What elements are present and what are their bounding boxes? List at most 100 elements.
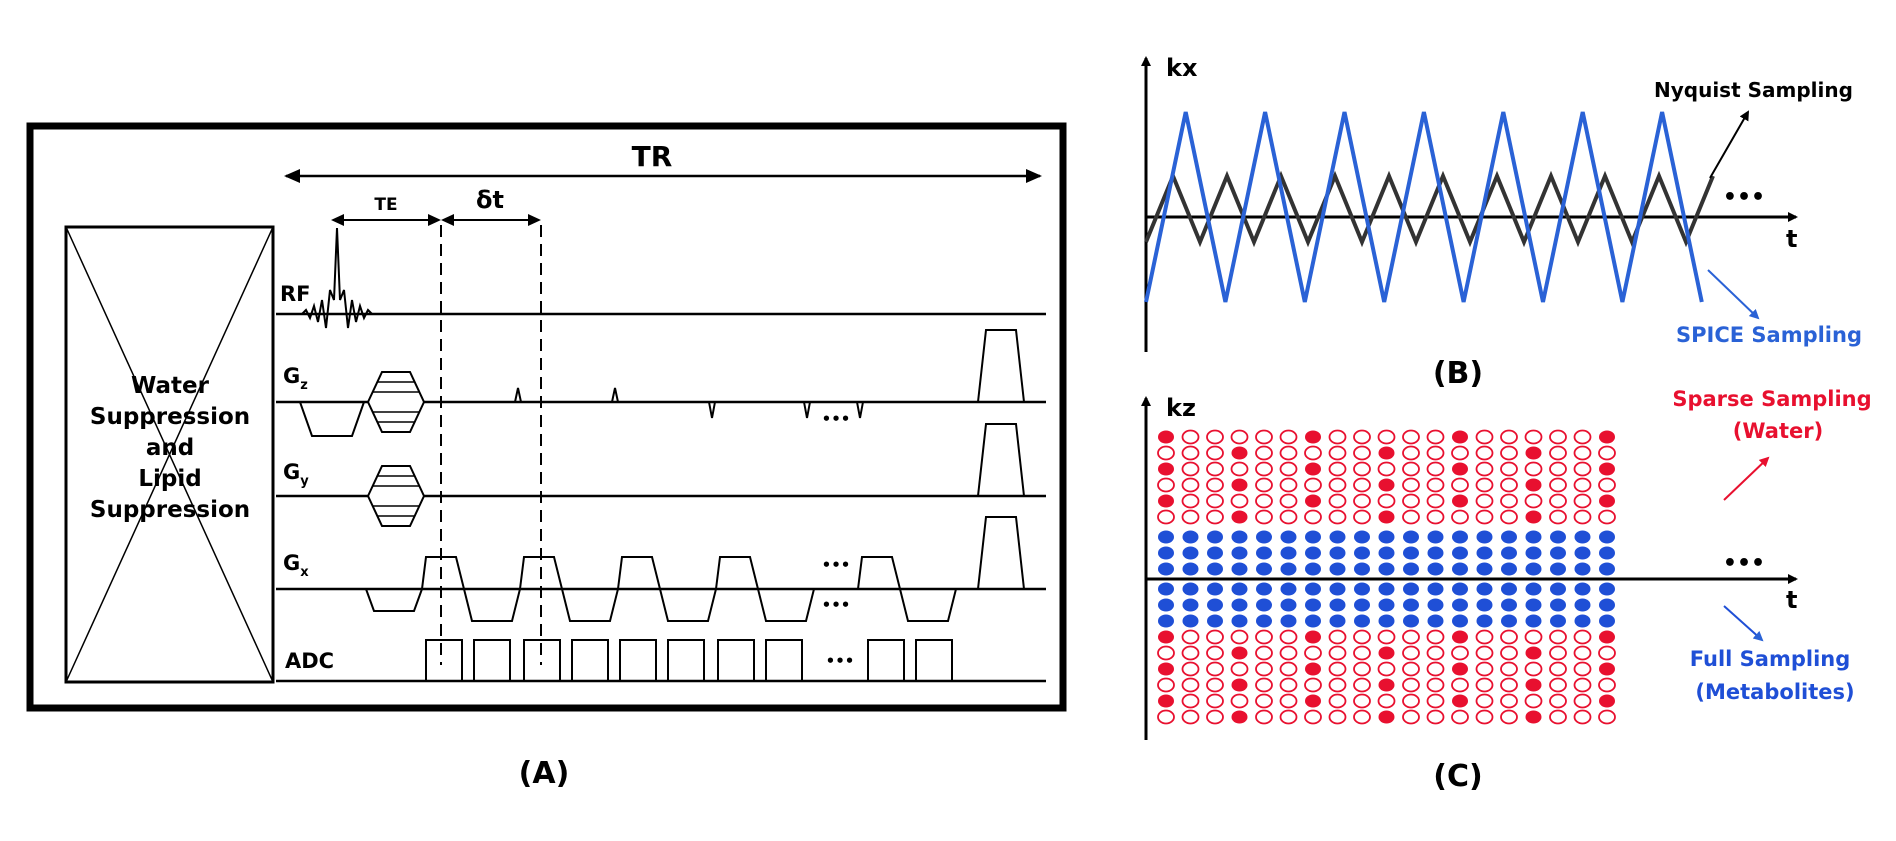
unsampled-point	[1426, 677, 1445, 693]
sampled-point	[1452, 430, 1468, 444]
spice-trajectory	[1144, 111, 1704, 303]
unsampled-point	[1181, 493, 1200, 509]
gx-readout-train-end	[857, 556, 957, 622]
unsampled-point	[1402, 477, 1420, 493]
unsampled-point	[1206, 677, 1224, 693]
sampled-point	[1550, 546, 1566, 560]
sampled-point	[1158, 598, 1174, 612]
sampled-point	[1280, 598, 1297, 612]
sampled-point	[1354, 530, 1370, 544]
sampled-point	[1550, 598, 1566, 612]
suppression-label-line: Suppression	[90, 404, 250, 430]
unsampled-point	[1353, 629, 1371, 645]
unsampled-point	[1279, 493, 1298, 509]
unsampled-point	[1426, 645, 1445, 661]
unsampled-point	[1549, 661, 1567, 677]
sampled-point	[1525, 562, 1542, 576]
panel-a-frame	[26, 122, 1067, 712]
unsampled-point	[1500, 693, 1518, 709]
unsampled-point	[1573, 509, 1592, 525]
sampled-point	[1599, 462, 1615, 476]
unsampled-point	[1328, 445, 1347, 461]
unsampled-point	[1475, 493, 1494, 509]
unsampled-point	[1573, 645, 1592, 661]
unsampled-point	[1377, 429, 1396, 445]
unsampled-point	[1304, 645, 1322, 661]
sampled-point	[1182, 530, 1199, 544]
sampled-point	[1574, 614, 1591, 628]
unsampled-point	[1206, 629, 1224, 645]
sampled-point	[1207, 614, 1223, 628]
sampled-point	[1599, 494, 1615, 508]
unsampled-point	[1549, 509, 1567, 525]
gy-phase-table	[366, 465, 426, 527]
sampled-point	[1256, 530, 1272, 544]
sampled-point	[1476, 562, 1493, 576]
sampled-point	[1501, 562, 1517, 576]
tr-arrowhead-left	[284, 169, 300, 183]
unsampled-point	[1426, 477, 1445, 493]
sparse-label-sub: (Water)	[1733, 419, 1823, 443]
unsampled-point	[1500, 461, 1518, 477]
unsampled-point	[1573, 677, 1592, 693]
unsampled-point	[1426, 693, 1445, 709]
unsampled-point	[1549, 629, 1567, 645]
sampled-point	[1158, 562, 1174, 576]
unsampled-point	[1181, 661, 1200, 677]
unsampled-point	[1377, 693, 1396, 709]
unsampled-point	[1328, 629, 1347, 645]
sampled-point	[1574, 598, 1591, 612]
unsampled-point	[1598, 645, 1616, 661]
sampled-point	[1231, 530, 1248, 544]
unsampled-point	[1279, 645, 1298, 661]
sampled-point	[1354, 614, 1370, 628]
unsampled-point	[1475, 445, 1494, 461]
unsampled-point	[1573, 629, 1592, 645]
unsampled-point	[1573, 661, 1592, 677]
gx-ellipsis: •••	[822, 556, 851, 574]
sampled-point	[1452, 662, 1468, 676]
sampled-point	[1599, 662, 1615, 676]
sampled-point	[1378, 546, 1395, 560]
unsampled-point	[1598, 509, 1616, 525]
sampled-point	[1231, 510, 1248, 524]
panel-b-ellipsis: •••	[1723, 185, 1765, 210]
adc-windows	[425, 639, 953, 682]
sampled-point	[1452, 530, 1468, 544]
panel-a-pulse-sequence: Water Suppression and Lipid Suppression …	[26, 122, 1067, 791]
sampled-point	[1305, 598, 1321, 612]
sampled-point	[1403, 614, 1419, 628]
sampled-point	[1525, 546, 1542, 560]
sampled-point	[1305, 614, 1321, 628]
sampled-point	[1476, 546, 1493, 560]
gz-blip	[514, 387, 522, 403]
unsampled-point	[1402, 461, 1420, 477]
sampled-point	[1158, 630, 1174, 644]
unsampled-point	[1181, 477, 1200, 493]
sampled-point	[1452, 614, 1468, 628]
sampled-point	[1452, 462, 1468, 476]
unsampled-point	[1549, 477, 1567, 493]
unsampled-point	[1475, 709, 1494, 725]
unsampled-point	[1157, 445, 1175, 461]
kx-axis-label: kx	[1166, 54, 1198, 82]
unsampled-point	[1255, 677, 1273, 693]
unsampled-point	[1451, 445, 1469, 461]
sampled-point	[1452, 694, 1468, 708]
sampled-point	[1256, 582, 1272, 596]
sampled-point	[1158, 662, 1174, 676]
unsampled-point	[1402, 509, 1420, 525]
unsampled-point	[1353, 461, 1371, 477]
sampled-point	[1305, 662, 1321, 676]
sampled-point	[1476, 614, 1493, 628]
tr-arrowhead-right	[1026, 169, 1042, 183]
sampled-point	[1231, 646, 1248, 660]
unsampled-point	[1304, 477, 1322, 493]
nyquist-label: Nyquist Sampling	[1654, 78, 1853, 102]
unsampled-point	[1426, 445, 1445, 461]
nyquist-arrow	[1709, 110, 1749, 179]
unsampled-point	[1475, 645, 1494, 661]
unsampled-point	[1255, 693, 1273, 709]
unsampled-point	[1279, 709, 1298, 725]
adc-window	[915, 639, 953, 682]
